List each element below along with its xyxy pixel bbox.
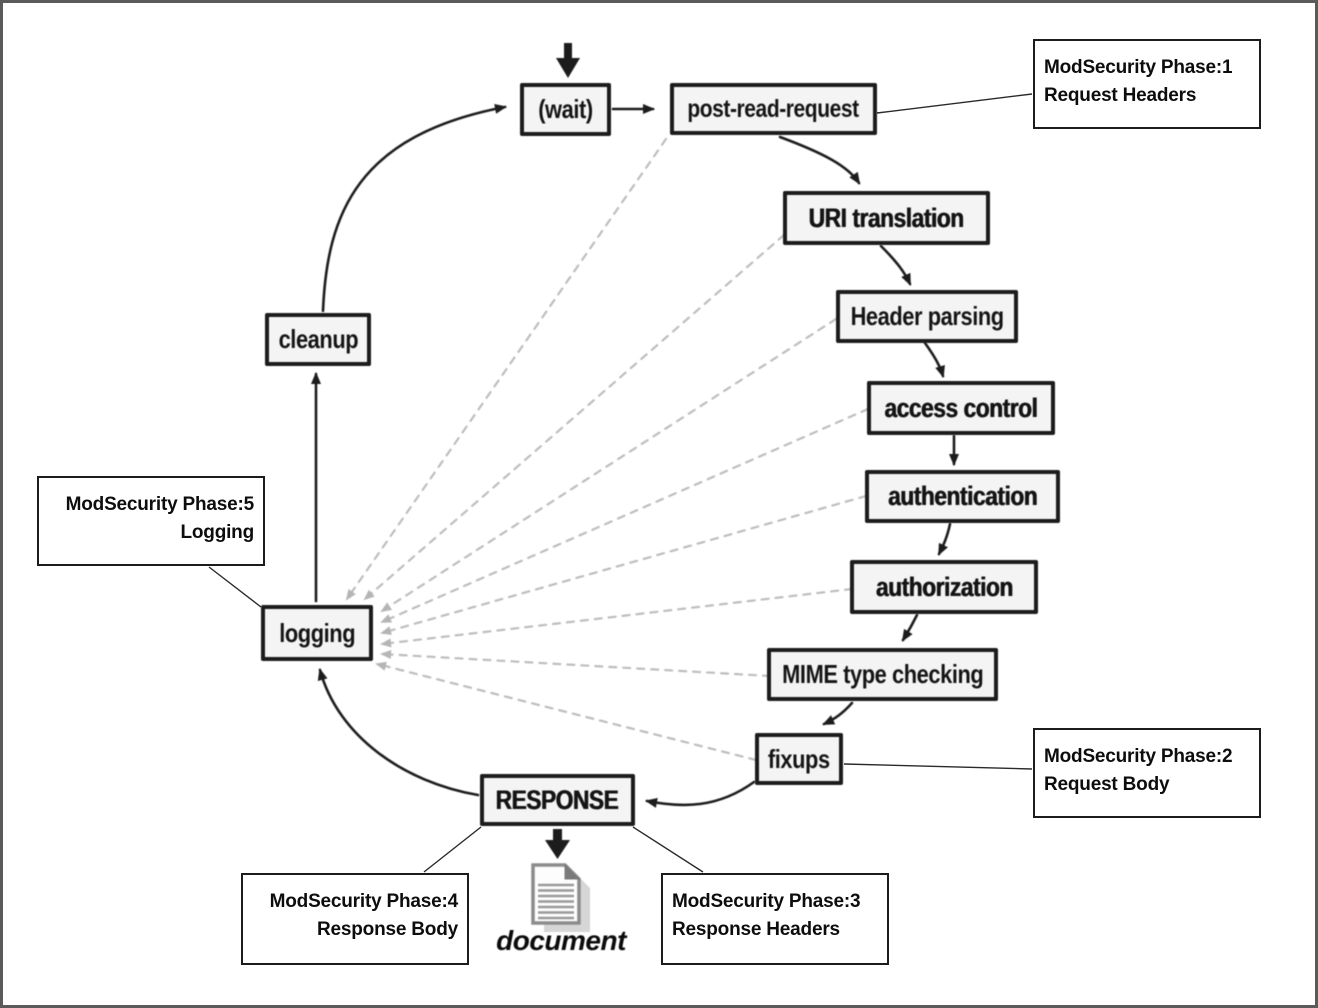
arrow-header-parsing-to-access-control [923, 341, 945, 378]
node-logging: logging [261, 605, 373, 661]
callout-phase5-line1: ModSecurity Phase:5 [65, 494, 255, 515]
connector-post-read-request-to-phase1 [876, 93, 1033, 114]
arrow-incoming-request [556, 43, 580, 78]
node-fixups-label: fixups [768, 743, 830, 774]
callout-phase5-line2: Logging [180, 522, 254, 543]
arrow-response-to-document [545, 829, 570, 859]
node-uri-translation-label: URI translation [808, 202, 965, 233]
dashed-arrow-post-read-request-to-logging [345, 137, 668, 601]
node-logging-label: logging [279, 617, 355, 648]
node-authorization: authorization [850, 560, 1038, 614]
arrow-uri-translation-to-header-parsing [879, 244, 912, 286]
callout-phase2-line2: Request Body [1044, 774, 1170, 795]
node-fixups: fixups [755, 733, 843, 785]
node-mime-type-checking-label: MIME type checking [781, 659, 984, 689]
document-icon [531, 863, 590, 932]
node-access-control-label: access control [884, 392, 1038, 423]
callout-phase1-line1: ModSecurity Phase:1 [1044, 57, 1233, 78]
arrow-authorization-to-mime-type-checking [901, 613, 919, 642]
node-mime-type-checking: MIME type checking [767, 648, 998, 701]
document-icon-text-lines [538, 883, 574, 920]
node-response: RESPONSE [480, 774, 635, 826]
node-header-parsing-label: Header parsing [850, 301, 1004, 331]
node-post-read-request: post-read-request [670, 83, 877, 135]
node-wait-label: (wait) [538, 94, 593, 124]
dashed-arrow-fixups-to-logging [375, 661, 758, 762]
document-label: document [496, 925, 626, 956]
node-post-read-request-label: post-read-request [687, 94, 860, 123]
node-cleanup: cleanup [265, 313, 371, 366]
callout-modsecurity-phase1: ModSecurity Phase:1 Request Headers [1033, 39, 1261, 129]
dashed-arrow-authorization-to-logging [380, 587, 854, 648]
arrow-mime-type-checking-to-fixups [822, 701, 854, 726]
arrow-post-read-request-to-uri-translation [778, 135, 861, 185]
arrow-authentication-to-authorization [937, 522, 952, 556]
node-cleanup-label: cleanup [278, 324, 358, 354]
node-wait: (wait) [520, 83, 611, 136]
node-access-control: access control [867, 381, 1055, 435]
connector-phase5-to-logging [208, 566, 262, 608]
arrow-cleanup-to-wait [321, 103, 507, 313]
node-authentication-label: authentication [887, 481, 1038, 511]
document-icon-fold [564, 863, 581, 880]
dashed-arrow-authentication-to-logging [380, 494, 868, 635]
arrow-response-to-logging [317, 668, 480, 797]
callout-phase3-line2: Response Headers [672, 919, 840, 940]
node-header-parsing: Header parsing [836, 290, 1018, 343]
dashed-arrow-mime-type-checking-to-logging [380, 650, 772, 678]
callout-modsecurity-phase3: ModSecurity Phase:3 Response Headers [661, 873, 889, 965]
dashed-arrow-access-control-to-logging [380, 407, 870, 624]
connector-fixups-to-phase2 [843, 763, 1033, 770]
node-response-label: RESPONSE [496, 784, 619, 815]
connector-response-to-phase3 [632, 826, 704, 873]
node-authentication: authentication [865, 470, 1060, 523]
callout-phase3-line1: ModSecurity Phase:3 [672, 891, 861, 912]
callout-modsecurity-phase2: ModSecurity Phase:2 Request Body [1033, 728, 1261, 818]
callout-phase2-line1: ModSecurity Phase:2 [1044, 746, 1233, 767]
node-authorization-label: authorization [875, 571, 1013, 602]
callout-modsecurity-phase5: ModSecurity Phase:5 Logging [37, 476, 265, 566]
callout-phase4-line1: ModSecurity Phase:4 [269, 891, 459, 912]
callout-phase1-line2: Request Headers [1044, 85, 1197, 106]
dashed-arrow-uri-translation-to-logging [363, 233, 786, 601]
node-uri-translation: URI translation [783, 191, 990, 245]
callout-modsecurity-phase4: ModSecurity Phase:4 Response Body [241, 873, 469, 965]
connector-response-to-phase4 [423, 826, 482, 873]
callout-phase4-line2: Response Body [317, 919, 458, 940]
arrow-fixups-to-response [645, 780, 756, 808]
dashed-arrow-header-parsing-to-logging [380, 317, 838, 613]
